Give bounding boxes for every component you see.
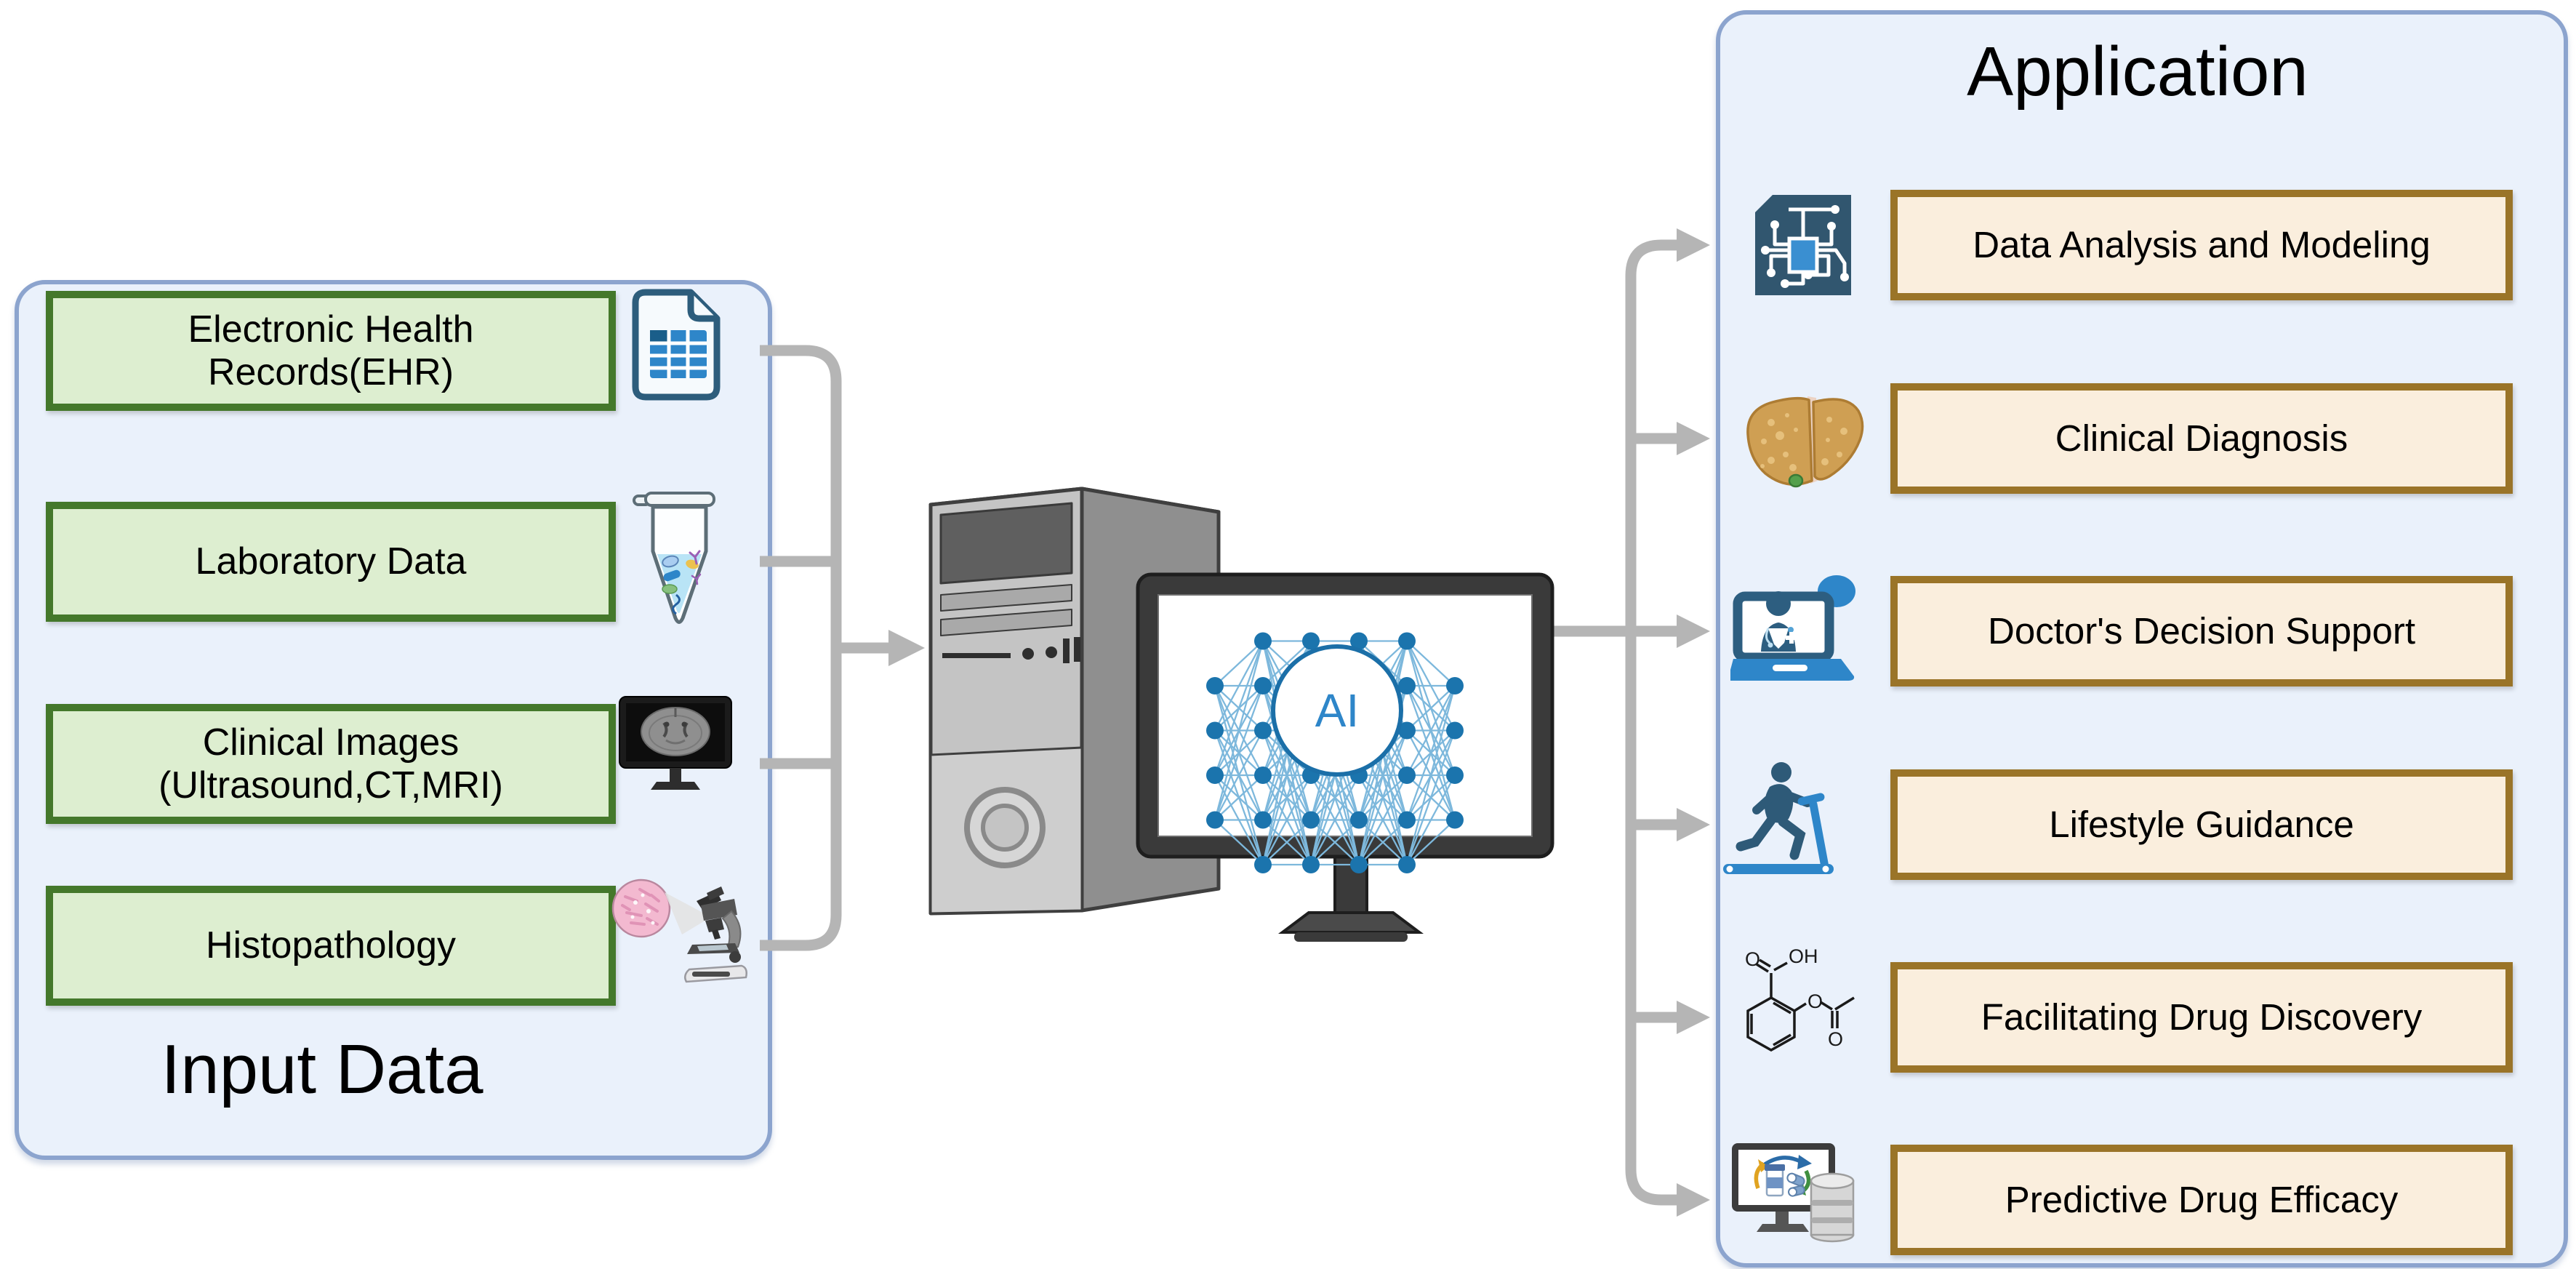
atom-label-o-carbonyl: O [1828,1028,1843,1050]
microscope-slide-icon [611,878,747,983]
atom-label-oh: OH [1789,945,1818,967]
drug-efficacy-monitor-icon [1732,1143,1855,1243]
ai-label: AI [1315,684,1359,737]
input-box-laboratory-data: Laboratory Data [46,502,616,622]
ai-circle [1271,644,1403,777]
computer-tower [928,487,1221,916]
circuit-chip-icon [1755,195,1851,295]
input-box-ehr: Electronic Health Records(EHR) [46,291,616,411]
input-arrowhead [888,630,925,666]
input-box-clinical-images: Clinical Images (Ultrasound,CT,MRI) [46,704,616,824]
telemedicine-laptop-icon [1730,575,1855,681]
application-connector [1546,239,1677,1206]
ai-monitor: AI [1136,572,1554,942]
liver-icon [1746,396,1864,488]
app-box-decision-support: Doctor's Decision Support [1890,576,2513,686]
app-box-clinical-diagnosis: Clinical Diagnosis [1890,383,2513,494]
input-connector [760,345,888,951]
ehr-document-icon [632,289,721,401]
application-arrowheads [1677,228,1710,1217]
lab-tube-icon [633,492,715,624]
input-panel-title: Input Data [161,1030,483,1108]
app-box-lifestyle-guidance: Lifestyle Guidance [1890,769,2513,880]
aspirin-structure-icon: O OH O O [1745,945,1855,1052]
app-box-drug-efficacy: Predictive Drug Efficacy [1890,1145,2513,1255]
app-box-drug-discovery: Facilitating Drug Discovery [1890,962,2513,1073]
application-panel-title: Application [1967,33,2308,111]
neural-network [1206,632,1464,873]
ct-monitor-icon [619,696,732,790]
atom-label-o-acid: O [1745,948,1760,970]
app-box-data-analysis: Data Analysis and Modeling [1890,190,2513,300]
atom-label-o-ester: O [1807,990,1823,1012]
treadmill-runner-icon [1723,762,1834,874]
input-box-histopathology: Histopathology [46,886,616,1006]
